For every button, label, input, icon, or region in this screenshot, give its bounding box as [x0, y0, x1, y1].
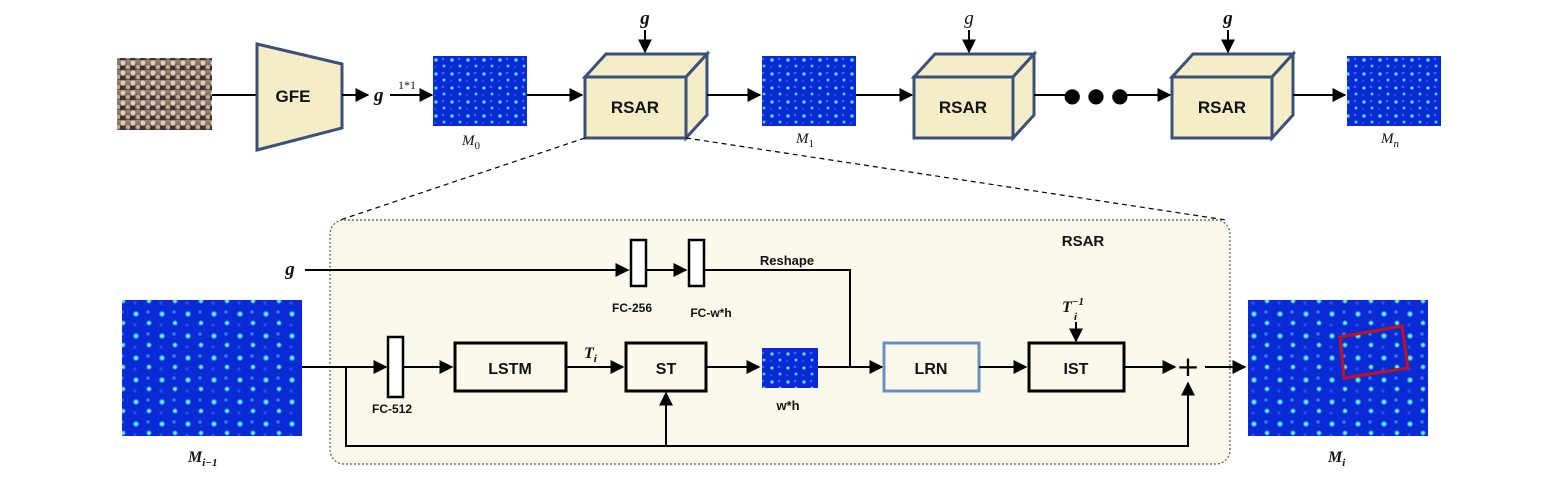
g-input-rsar-2: g	[964, 8, 974, 29]
density-map-mn	[1347, 56, 1441, 126]
density-map-crop-wh	[762, 348, 818, 388]
m1-label: M1	[795, 131, 814, 150]
t-inverse-label: T−1	[1062, 296, 1084, 316]
st-block	[624, 341, 708, 393]
m0-label: M0	[461, 133, 481, 152]
t-i-label: Ti	[584, 345, 598, 365]
zoom-line-left	[339, 137, 586, 221]
wh-label: w*h	[775, 398, 799, 413]
reshape-label: Reshape	[760, 253, 814, 268]
fc-wh-label: FC-w*h	[690, 306, 731, 320]
density-map-m1	[762, 56, 856, 126]
g-input-rsar-3: g	[1222, 8, 1233, 29]
conv-1x1-label: 1*1	[398, 78, 416, 92]
rsar-detail-title: RSAR	[1062, 233, 1105, 250]
ellipsis: ● ● ●	[1063, 83, 1128, 107]
g-feature-label: g	[373, 85, 384, 106]
zoom-line-right	[685, 137, 1227, 221]
fc-256-label: FC-256	[612, 301, 652, 315]
fc-256-layer	[629, 238, 648, 288]
density-map-mi-1	[122, 300, 302, 436]
mi-label: Mi	[1327, 449, 1346, 469]
line-reshape	[704, 269, 851, 367]
gfe-block	[255, 42, 344, 152]
fc-512-label: FC-512	[372, 402, 412, 416]
lrn-block	[882, 341, 981, 393]
density-map-m0	[433, 56, 527, 126]
lstm-block	[453, 341, 568, 393]
lrn-label: LRN	[915, 361, 948, 378]
rsar-block-2: RSAR	[910, 50, 1038, 142]
rsar-2-label: RSAR	[939, 98, 987, 117]
roi-box	[1338, 324, 1410, 380]
fc-wh-layer	[687, 238, 706, 288]
t-inverse-sub: i	[1074, 311, 1078, 323]
rsar-block-1: RSAR	[581, 50, 711, 142]
mi-1-label: Mi−1	[187, 449, 217, 469]
ist-label: IST	[1064, 361, 1089, 378]
g-input-rsar-1: g	[639, 8, 650, 29]
gfe-label: GFE	[276, 87, 311, 106]
plus-sign: +	[1176, 350, 1199, 383]
rsar-1-label: RSAR	[611, 98, 659, 117]
rsar-block-3: RSAR	[1168, 50, 1297, 142]
crowd-photo-thumbnail	[117, 58, 212, 130]
rsar-detail-panel	[329, 219, 1231, 465]
skip-connection	[345, 367, 1195, 447]
mn-label: Mn	[1380, 131, 1400, 150]
fc-512-layer	[386, 335, 405, 399]
g-input-detail: g	[284, 259, 295, 280]
density-map-mi	[1248, 300, 1428, 436]
rsar-3-label: RSAR	[1198, 98, 1246, 117]
st-label: ST	[656, 361, 677, 378]
lstm-label: LSTM	[488, 361, 532, 378]
